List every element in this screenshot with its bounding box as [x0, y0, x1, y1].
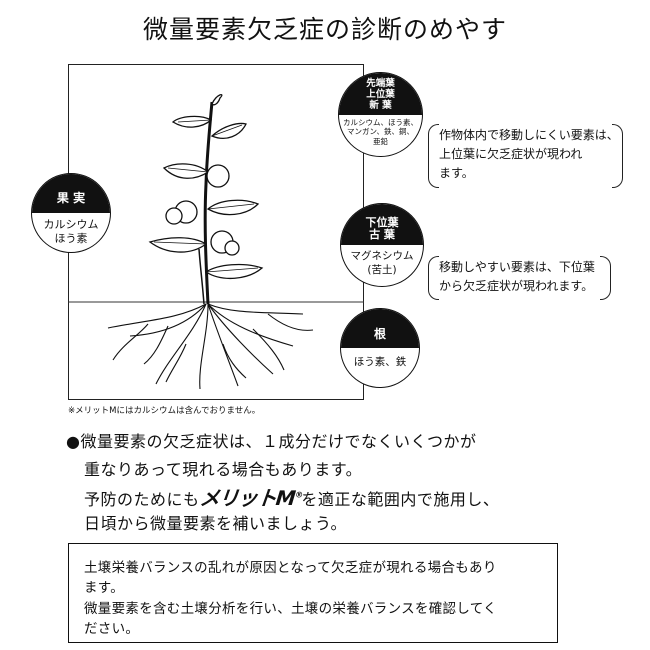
- note-upper-line-3: ます。: [439, 166, 474, 180]
- bullet-icon: ●: [66, 432, 81, 451]
- badge-root: 根 ほう素、鉄: [340, 308, 420, 388]
- note-lower-bracket-right: [600, 256, 611, 300]
- plant-fruits: [165, 164, 240, 256]
- badge-lower-leaves-header-2: 古 葉: [369, 228, 395, 242]
- body-line-2: 重なりあって現れる場合もあります。: [84, 460, 363, 479]
- badge-upper-leaves-header-3: 新 葉: [369, 99, 392, 111]
- body-line-1-text: 微量要素の欠乏症状は、１成分だけでなくいくつかが: [80, 432, 477, 451]
- note-lower-line-2: から欠乏症状が現われます。: [439, 279, 594, 293]
- body-line-1: ●微量要素の欠乏症状は、１成分だけでなくいくつかが: [66, 428, 476, 452]
- note-lower-line-1: 移動しやすい要素は、下位葉: [439, 260, 595, 274]
- body-line-3-post: を適正な範囲内で施用し、: [301, 490, 500, 509]
- badge-upper-leaves-header-2: 上位葉: [366, 88, 395, 100]
- plant-leaves: [148, 93, 264, 279]
- badge-upper-leaves-content-1: カルシウム、ほう素、: [343, 117, 418, 127]
- page-title: 微量要素欠乏症の診断のめやす: [142, 15, 507, 44]
- note-upper: 作物体内で移動しにくい要素は、 上位葉に欠乏症状が現われ ます。: [439, 126, 619, 183]
- badge-lower-leaves-content-2: (苦土): [367, 263, 397, 276]
- badge-root-header: 根: [373, 327, 386, 342]
- note-lower: 移動しやすい要素は、下位葉 から欠乏症状が現われます。: [439, 258, 595, 296]
- badge-lower-leaves: 下位葉 古 葉 マグネシウム (苦土): [340, 203, 424, 287]
- boxed-note-line-2: ます。: [84, 580, 125, 596]
- badge-upper-leaves-header-1: 先端葉: [366, 77, 395, 89]
- footnote: ※メリットMにはカルシウムは含んでおりません。: [68, 406, 261, 416]
- note-lower-bracket-left: [428, 256, 439, 300]
- note-upper-bracket-left: [428, 124, 439, 188]
- badge-fruit-content-2: ほう素: [54, 232, 88, 246]
- body-line-3-pre: 予防のためにも: [84, 490, 200, 509]
- badge-lower-leaves-content-1: マグネシウム: [350, 250, 414, 262]
- plant-stem: [203, 101, 214, 305]
- note-upper-line-1: 作物体内で移動しにくい要素は、: [439, 128, 619, 142]
- badge-upper-leaves: 先端葉 上位葉 新 葉 カルシウム、ほう素、 マンガン、鉄、銅、 亜鉛: [338, 72, 423, 157]
- logo-text: メリットM: [198, 486, 296, 510]
- badge-root-content: ほう素、鉄: [353, 356, 407, 368]
- boxed-note-line-4: ださい。: [84, 621, 140, 637]
- registered-mark: ®: [294, 490, 303, 500]
- body-line-3: 予防のためにもメリットM®を適正な範囲内で施用し、: [84, 482, 499, 511]
- badge-lower-leaves-header-1: 下位葉: [365, 215, 399, 229]
- note-upper-line-2: 上位葉に欠乏症状が現われ: [439, 147, 583, 161]
- plant-roots: [107, 303, 314, 390]
- boxed-note-line-1: 土壌栄養バランスの乱れが原因となって欠乏症が現れる場合もあり: [84, 560, 497, 576]
- badge-upper-leaves-content-2: マンガン、鉄、銅、: [346, 127, 415, 137]
- boxed-note-line-3: 微量要素を含む土壌分析を行い、土壌の栄養バランスを確認してく: [84, 601, 497, 617]
- body-line-4: 日頃から微量要素を補いましょう。: [84, 514, 348, 533]
- plant-illustration: [68, 93, 364, 390]
- badge-fruit-header: 果 実: [56, 191, 86, 206]
- badge-upper-leaves-content-3: 亜鉛: [373, 137, 388, 146]
- badge-fruit-content-1: カルシウム: [43, 218, 99, 231]
- boxed-note: 土壌栄養バランスの乱れが原因となって欠乏症が現れる場合もあり ます。 微量要素を…: [68, 543, 558, 643]
- merit-m-logo: メリットM®: [198, 482, 303, 511]
- badge-fruit: 果 実 カルシウム ほう素: [31, 173, 111, 253]
